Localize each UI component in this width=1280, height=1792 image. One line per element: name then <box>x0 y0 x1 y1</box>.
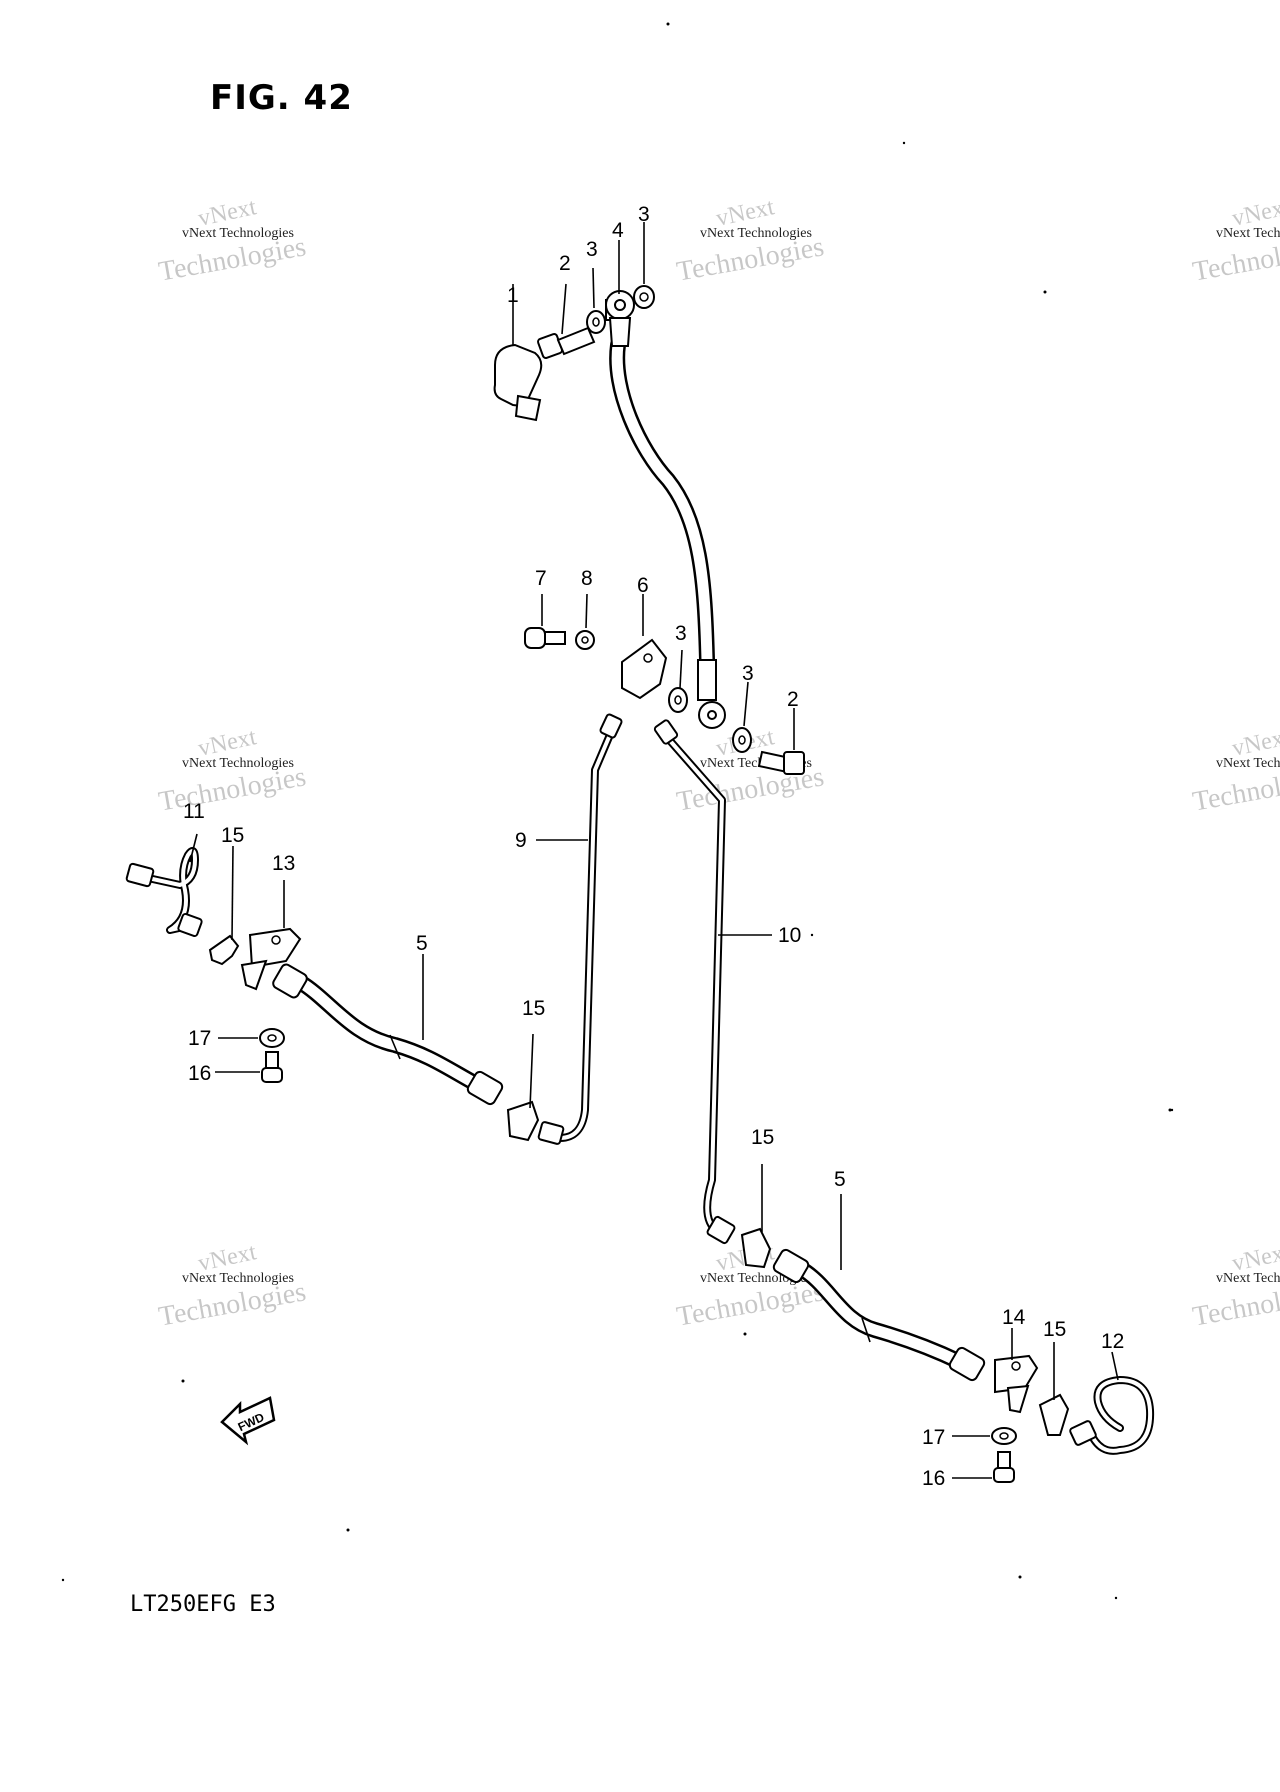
left-brake-pipe[interactable] <box>537 713 623 1145</box>
callout-6: 6 <box>637 574 649 597</box>
callout-9: 9 <box>515 829 527 852</box>
callout-16: 16 <box>922 1467 945 1490</box>
left-brake-hose[interactable] <box>271 963 504 1106</box>
callout-17: 17 <box>922 1426 945 1449</box>
callout-3: 3 <box>638 203 650 226</box>
callout-13: 13 <box>272 852 295 875</box>
scan-specks <box>61 22 1174 1600</box>
right-brake-hose[interactable] <box>772 1248 986 1382</box>
callout-3: 3 <box>742 662 754 685</box>
bracket-bolt[interactable] <box>993 1451 1015 1483</box>
model-code: LT250EFG E3 <box>130 1592 276 1617</box>
figure-title: FIG. 42 <box>210 78 353 118</box>
callout-15: 15 <box>751 1126 774 1149</box>
bleeder-cap[interactable] <box>493 343 543 422</box>
hose-clip[interactable] <box>1038 1393 1070 1436</box>
callout-15: 15 <box>1043 1318 1066 1341</box>
callout-16: 16 <box>188 1062 211 1085</box>
bracket-bolt[interactable] <box>524 627 566 649</box>
bracket-bolt[interactable] <box>261 1051 283 1083</box>
leader-lines <box>189 222 1119 1479</box>
callout-14: 14 <box>1002 1306 1026 1329</box>
callout-3: 3 <box>586 238 598 261</box>
hose-clip[interactable] <box>506 1100 540 1142</box>
callout-3: 3 <box>675 622 687 645</box>
callout-10: 10 <box>778 924 801 947</box>
callout-15: 15 <box>522 997 545 1020</box>
callout-5: 5 <box>834 1168 846 1191</box>
callout-2: 2 <box>559 252 571 275</box>
callout-12: 12 <box>1101 1330 1124 1353</box>
union-bolt-lower[interactable] <box>757 750 805 775</box>
right-brake-pipe[interactable] <box>653 719 736 1245</box>
union-bolt-upper[interactable] <box>537 326 596 359</box>
callout-8: 8 <box>581 567 593 590</box>
callout-15: 15 <box>221 824 244 847</box>
callout-1: 1 <box>507 284 519 307</box>
callout-5: 5 <box>416 932 428 955</box>
hose-clip[interactable] <box>740 1227 772 1269</box>
three-way-joint[interactable] <box>621 638 668 700</box>
left-caliper-pipe[interactable] <box>125 847 203 938</box>
upper-brake-hose[interactable] <box>605 290 726 729</box>
callout-4: 4 <box>612 219 624 242</box>
callout-11: 11 <box>183 800 205 823</box>
hose-clip[interactable] <box>208 934 240 966</box>
callout-17: 17 <box>188 1027 211 1050</box>
callout-7: 7 <box>535 567 547 590</box>
callout-labels: 1 2 3 4 3 7 8 6 3 3 2 9 10 11 15 13 5 15… <box>183 203 1124 1490</box>
right-hose-bracket[interactable] <box>994 1354 1039 1414</box>
callout-2: 2 <box>787 688 799 711</box>
right-caliper-pipe[interactable] <box>1069 1376 1155 1455</box>
left-hose-bracket[interactable] <box>240 927 302 991</box>
forward-arrow-icon: FWD <box>220 1396 276 1446</box>
